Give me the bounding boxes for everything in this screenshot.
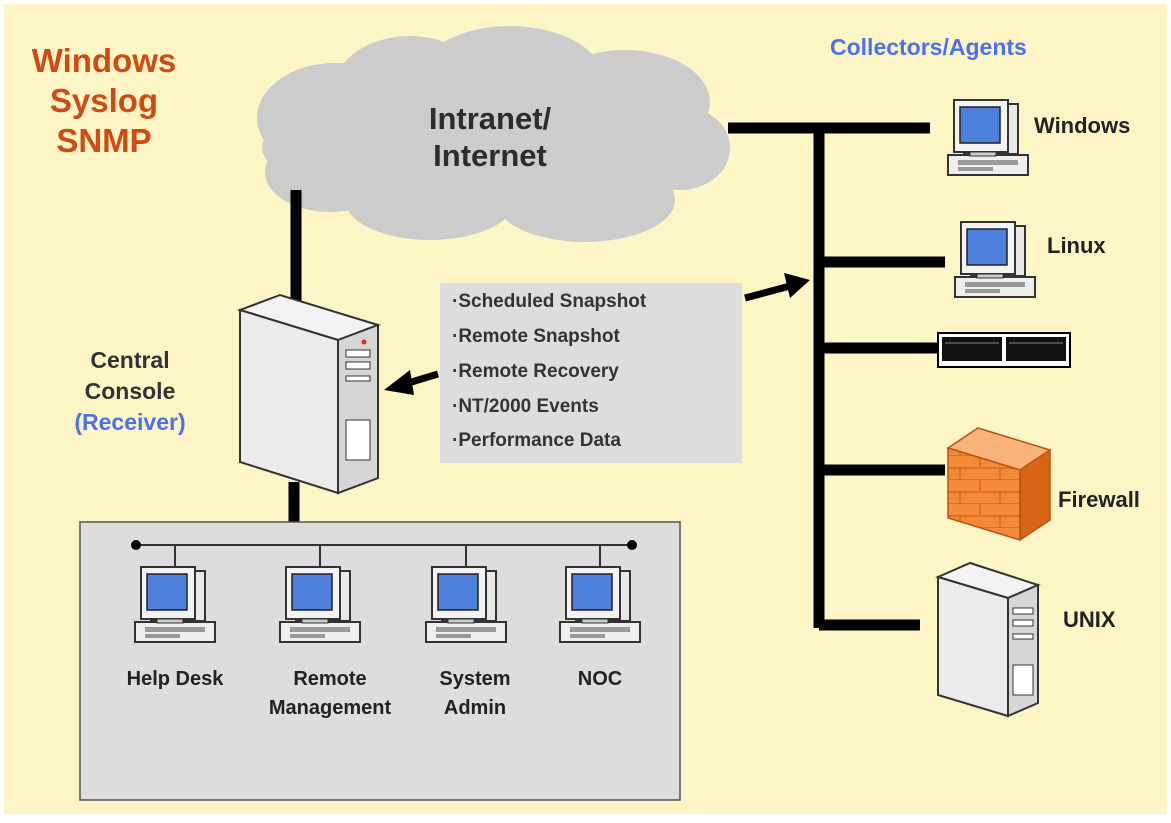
client-label-system-admin: System Admin	[410, 665, 540, 723]
console-label-line1: Central	[90, 347, 170, 373]
console-label-line2: Console	[84, 378, 176, 404]
protocol-list: Windows Syslog SNMP	[14, 42, 194, 162]
client-label-remote-line1: Remote	[293, 668, 367, 690]
firewall-icon	[946, 427, 1052, 542]
central-console-server	[236, 293, 382, 495]
collectors-title: Collectors/Agents	[830, 34, 1027, 60]
function-item: ·Scheduled Snapshot	[452, 291, 647, 312]
client-label-sysadmin-line2: Admin	[443, 697, 507, 719]
agent-label-linux: Linux	[1047, 233, 1106, 258]
function-item: ·Remote Snapshot	[452, 326, 620, 347]
agent-label-windows: Windows	[1034, 113, 1131, 138]
client-label-sysadmin-line1: System	[439, 668, 511, 690]
function-item: ·NT/2000 Events	[452, 396, 599, 417]
rack-switch-icon	[937, 332, 1071, 368]
protocol-syslog: Syslog	[49, 82, 159, 119]
internet-cloud	[257, 26, 730, 242]
cloud-label-line2: Internet	[433, 138, 547, 173]
console-label: Central Console (Receiver)	[70, 345, 190, 438]
linux-computer-icon	[954, 221, 1036, 298]
arrow-to-agents	[744, 273, 810, 302]
cloud-label: Intranet/ Internet	[405, 100, 575, 174]
protocol-snmp: SNMP	[56, 122, 152, 159]
network-lines	[288, 122, 945, 631]
unix-server-icon	[935, 561, 1041, 718]
agent-label-firewall: Firewall	[1058, 487, 1140, 512]
bus-terminator-right	[627, 540, 637, 550]
client-bus	[136, 544, 632, 568]
arrow-to-console	[384, 370, 440, 395]
bus-terminator-left	[131, 540, 141, 550]
agent-label-unix: UNIX	[1063, 607, 1116, 632]
client-label-noc: NOC	[577, 668, 623, 690]
client-panel	[79, 521, 681, 801]
remote-management-computer-icon	[279, 566, 361, 643]
protocol-windows: Windows	[31, 42, 177, 79]
helpdesk-computer-icon	[134, 566, 216, 643]
functions-box: ·Scheduled Snapshot ·Remote Snapshot ·Re…	[440, 283, 742, 463]
function-item: ·Remote Recovery	[452, 361, 619, 382]
system-admin-computer-icon	[425, 566, 507, 643]
cloud-label-line1: Intranet/	[428, 101, 552, 136]
client-label-helpdesk: Help Desk	[126, 668, 224, 690]
client-label-remote-management: Remote Management	[250, 665, 410, 723]
windows-computer-icon	[947, 99, 1029, 176]
noc-computer-icon	[559, 566, 641, 643]
console-receiver-label: (Receiver)	[74, 409, 186, 435]
client-label-remote-line2: Management	[268, 697, 392, 719]
function-item: ·Performance Data	[452, 430, 621, 451]
